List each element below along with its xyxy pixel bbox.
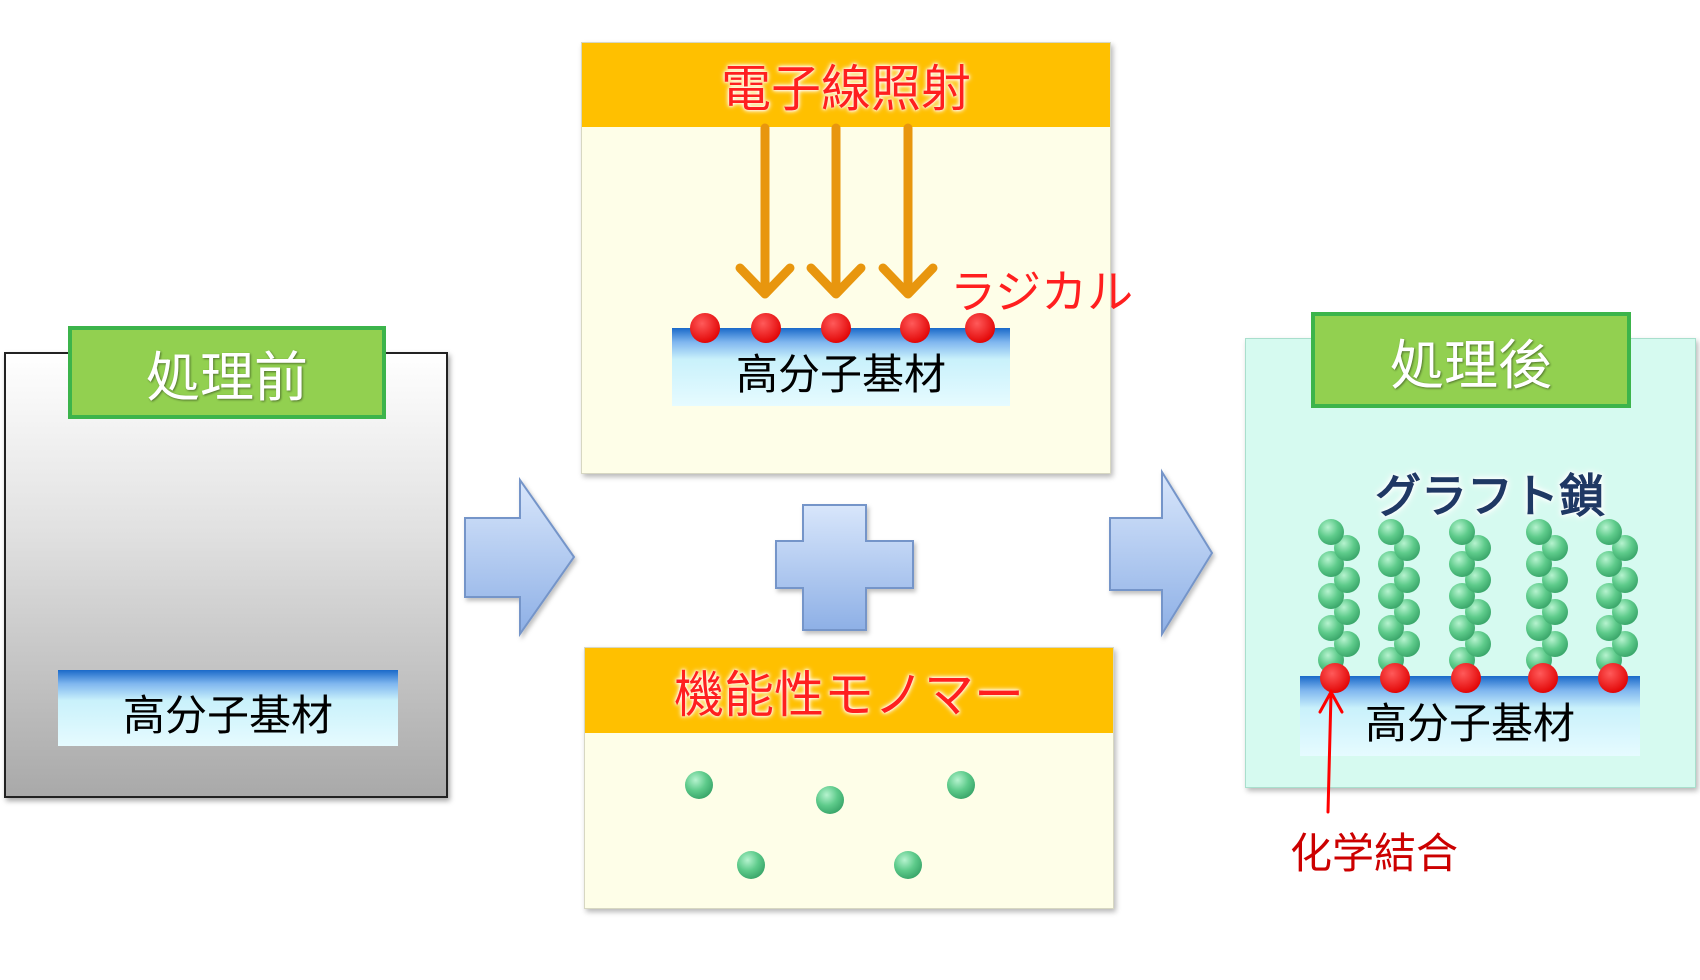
graft-chain (1378, 519, 1420, 673)
graft-monomer-unit (1334, 599, 1360, 625)
graft-monomer-unit (1449, 551, 1475, 577)
functional-monomer-panel: 機能性モノマー (584, 647, 1114, 909)
bond-site-dot (1320, 663, 1350, 693)
monomer-molecule (737, 851, 765, 879)
graft-monomer-unit (1378, 583, 1404, 609)
monomer-molecule (816, 786, 844, 814)
graft-monomer-unit (1542, 535, 1568, 561)
radical-dots (690, 313, 995, 343)
graft-monomer-unit (1596, 615, 1622, 641)
graft-monomer-unit (1449, 615, 1475, 641)
bond-site-dot (1451, 663, 1481, 693)
electron-beam-arrows (735, 123, 938, 299)
graft-monomer-unit (1318, 615, 1344, 641)
graft-chain-label: グラフト鎖 (1375, 469, 1605, 523)
process-arrow-1 (464, 476, 576, 638)
chemical-bond-arrow (1318, 688, 1344, 814)
electron-beam-arrow (806, 123, 866, 299)
graft-monomer-unit (1596, 551, 1622, 577)
radical-dot (965, 313, 995, 343)
graft-monomer-unit (1465, 599, 1491, 625)
graft-monomer-unit (1526, 615, 1552, 641)
graft-monomer-unit (1318, 551, 1344, 577)
radical-dot (821, 313, 851, 343)
graft-monomer-unit (1334, 631, 1360, 657)
graft-monomer-unit (1465, 535, 1491, 561)
graft-monomer-unit (1318, 519, 1344, 545)
graft-monomer-unit (1465, 631, 1491, 657)
chemical-bond-label: 化学結合 (1290, 829, 1459, 878)
graft-monomer-unit (1334, 535, 1360, 561)
graft-monomer-unit (1526, 551, 1552, 577)
graft-chains (1318, 519, 1638, 673)
graft-monomer-unit (1465, 567, 1491, 593)
graft-monomer-unit (1394, 631, 1420, 657)
graft-monomer-unit (1394, 535, 1420, 561)
graft-chain (1449, 519, 1491, 673)
graft-monomer-unit (1334, 567, 1360, 593)
after-treatment-label: 処理後 (1311, 312, 1631, 408)
graft-monomer-unit (1378, 551, 1404, 577)
graft-monomer-unit (1542, 567, 1568, 593)
irradiated-polymer-substrate: 高分子基材 (672, 328, 1010, 406)
graft-monomer-unit (1526, 583, 1552, 609)
graft-monomer-unit (1394, 567, 1420, 593)
plus-sign (775, 504, 914, 631)
radical-dot (751, 313, 781, 343)
graft-monomer-unit (1318, 583, 1344, 609)
graft-monomer-unit (1596, 583, 1622, 609)
graft-monomer-unit (1612, 599, 1638, 625)
graft-monomer-unit (1542, 631, 1568, 657)
graft-chain (1318, 519, 1360, 673)
bond-site-dot (1598, 663, 1628, 693)
graft-monomer-unit (1612, 535, 1638, 561)
bond-sites (1320, 663, 1628, 693)
graft-monomer-unit (1542, 599, 1568, 625)
radical-label: ラジカル (950, 265, 1134, 319)
radical-dot (690, 313, 720, 343)
electron-beam-arrow (878, 123, 938, 299)
graft-chain (1596, 519, 1638, 673)
graft-monomer-unit (1612, 567, 1638, 593)
graft-monomer-unit (1596, 519, 1622, 545)
electron-beam-header: 電子線照射 (582, 43, 1110, 127)
process-arrow-2 (1109, 468, 1214, 638)
radical-dot (900, 313, 930, 343)
graft-monomer-unit (1612, 631, 1638, 657)
graft-monomer-unit (1394, 599, 1420, 625)
monomer-molecule (685, 771, 713, 799)
graft-monomer-unit (1526, 519, 1552, 545)
before-polymer-substrate: 高分子基材 (58, 670, 398, 746)
monomer-molecules (685, 771, 975, 879)
before-treatment-label: 処理前 (68, 326, 386, 419)
monomer-molecule (894, 851, 922, 879)
graft-monomer-unit (1378, 519, 1404, 545)
electron-beam-arrow (735, 123, 795, 299)
graft-monomer-unit (1378, 615, 1404, 641)
monomer-molecule (947, 771, 975, 799)
bond-site-dot (1380, 663, 1410, 693)
bond-site-dot (1528, 663, 1558, 693)
graft-monomer-unit (1449, 583, 1475, 609)
graft-chain (1526, 519, 1568, 673)
functional-monomer-header: 機能性モノマー (585, 648, 1113, 733)
graft-monomer-unit (1449, 519, 1475, 545)
